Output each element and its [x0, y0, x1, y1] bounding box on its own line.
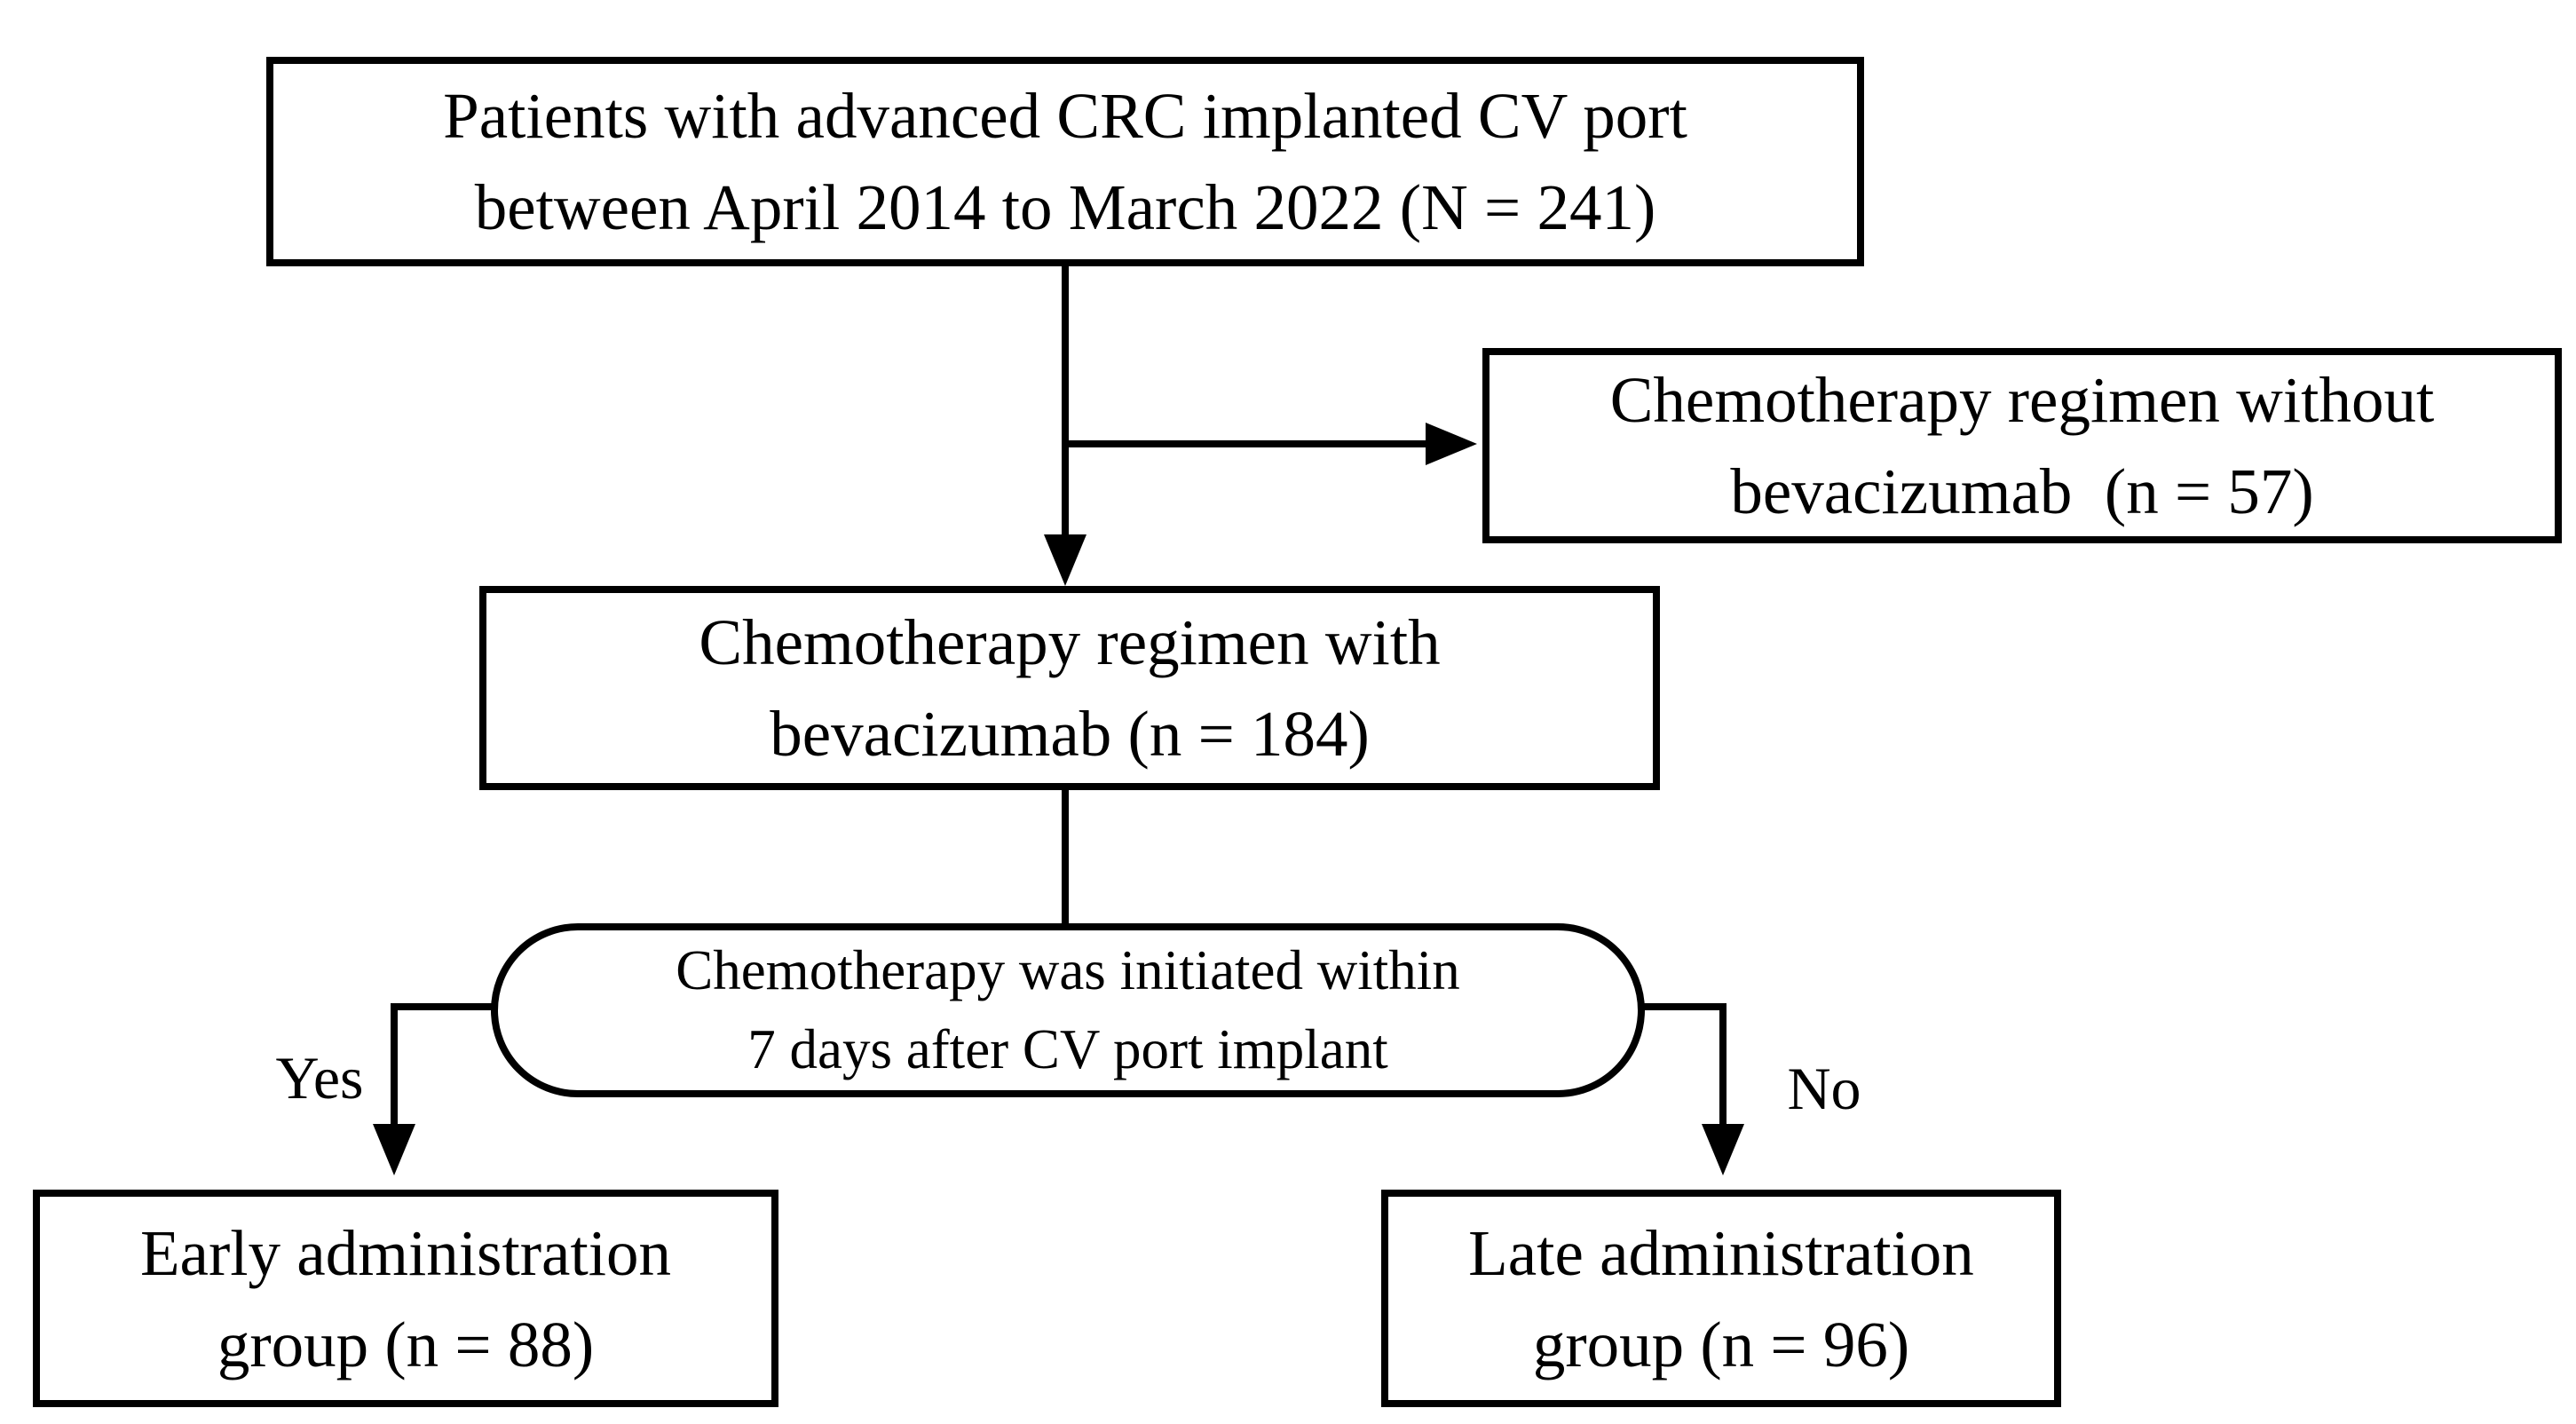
connector-decision-left-vertical — [391, 1003, 398, 1124]
connector-population-to-included — [1062, 266, 1069, 545]
connector-included-to-decision — [1062, 790, 1069, 925]
connector-decision-right-horizontal — [1598, 1003, 1727, 1010]
branch-label-yes: Yes — [275, 1044, 364, 1112]
node-excluded-line1: Chemotherapy regimen without — [1609, 364, 2435, 436]
node-late-administration-group: Late administration group (n = 96) — [1381, 1190, 2061, 1407]
node-early-line2: group (n = 88) — [217, 1308, 595, 1380]
node-included-with-bevacizumab: Chemotherapy regimen with bevacizumab (n… — [479, 586, 1660, 790]
node-decision-line2: 7 days after CV port implant — [747, 1018, 1388, 1080]
branch-label-no: No — [1787, 1055, 1861, 1122]
node-early-administration-group: Early administration group (n = 88) — [33, 1190, 778, 1407]
node-decision-chemo-within-7-days: Chemotherapy was initiated within 7 days… — [491, 923, 1645, 1097]
node-late-line2: group (n = 96) — [1532, 1308, 1910, 1380]
arrowhead-down-icon — [1044, 534, 1087, 586]
node-population: Patients with advanced CRC implanted CV … — [266, 57, 1864, 266]
node-excluded-no-bevacizumab: Chemotherapy regimen without bevacizumab… — [1482, 348, 2562, 543]
connector-branch-to-excluded — [1062, 440, 1427, 447]
node-decision-line1: Chemotherapy was initiated within — [676, 939, 1460, 1001]
connector-decision-right-vertical — [1719, 1003, 1727, 1124]
node-included-line1: Chemotherapy regimen with — [699, 606, 1441, 678]
arrowhead-down-icon — [373, 1124, 415, 1175]
arrowhead-down-icon — [1702, 1124, 1744, 1175]
node-population-line1: Patients with advanced CRC implanted CV … — [443, 80, 1687, 152]
node-late-line1: Late administration — [1468, 1216, 1974, 1289]
node-early-line1: Early administration — [139, 1216, 672, 1289]
node-population-line2: between April 2014 to March 2022 (N = 24… — [474, 171, 1656, 243]
node-excluded-line2: bevacizumab (n = 57) — [1730, 455, 2314, 527]
node-included-line2: bevacizumab (n = 184) — [770, 698, 1370, 770]
connector-decision-left-horizontal — [391, 1003, 537, 1010]
arrowhead-right-icon — [1426, 423, 1477, 465]
